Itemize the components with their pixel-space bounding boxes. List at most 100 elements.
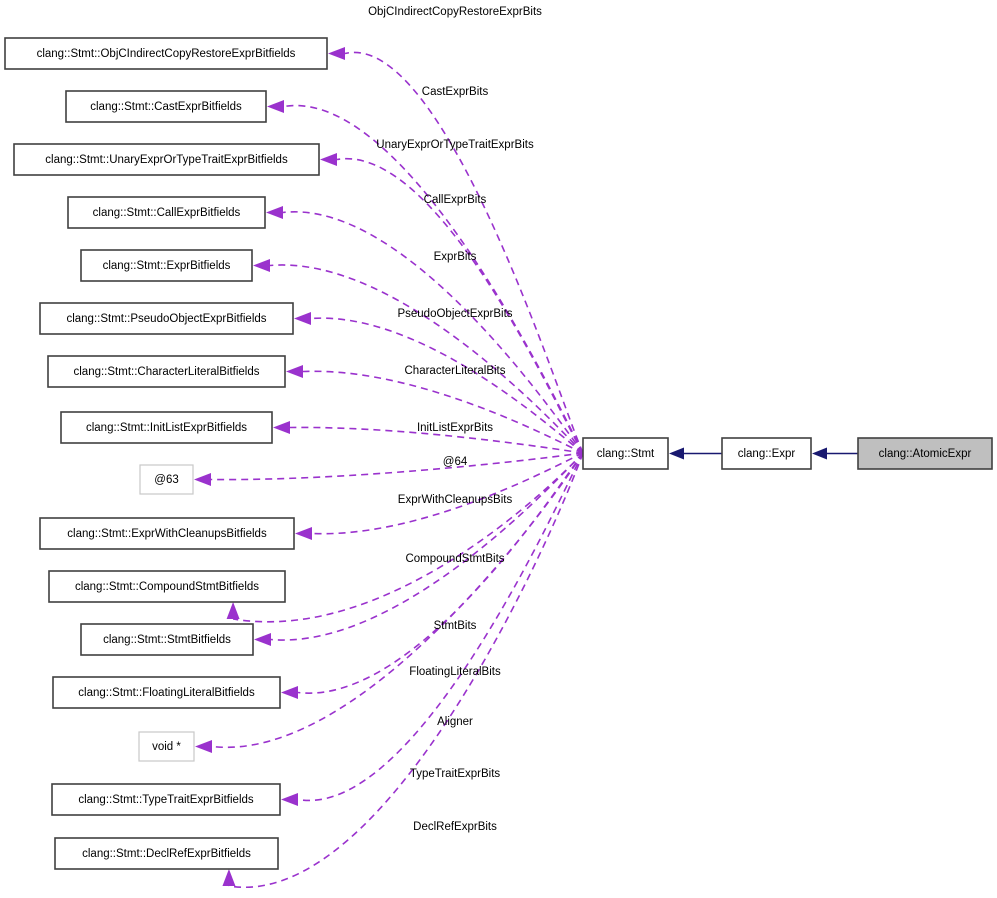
node-n10-box <box>48 570 286 603</box>
arrowhead-n7 <box>273 421 290 434</box>
node-n4-box <box>80 249 253 282</box>
node-n15[interactable]: clang::Stmt::DeclRefExprBitfields <box>54 837 279 870</box>
inheritance-arrowhead-expr <box>812 447 827 460</box>
node-expr-label: clang::Expr <box>738 448 796 460</box>
node-n1-box <box>65 90 267 123</box>
usage-edge-n13 <box>211 452 584 749</box>
node-n13-label: void * <box>152 741 181 753</box>
node-n14-box <box>51 783 281 816</box>
core-node-group: clang::Stmt clang::Expr clang::AtomicExpr <box>582 437 993 470</box>
edge-label-n15: DeclRefExprBits <box>413 821 497 833</box>
edge-label-n5: PseudoObjectExprBits <box>397 308 512 320</box>
edge-label-n7: InitListExprBits <box>417 422 493 434</box>
edge-label-n12: FloatingLiteralBits <box>409 666 501 678</box>
node-n2-box <box>13 143 320 176</box>
usage-edge-n3 <box>282 211 584 454</box>
node-n5[interactable]: clang::Stmt::PseudoObjectExprBitfields <box>39 302 294 335</box>
node-stmt[interactable]: clang::Stmt <box>582 437 669 470</box>
edge-label-n4: ExprBits <box>434 251 477 263</box>
node-n11-box <box>80 623 254 656</box>
arrowhead-n0 <box>328 47 345 60</box>
node-n12-label: clang::Stmt::FloatingLiteralBitfields <box>78 687 255 699</box>
node-n2[interactable]: clang::Stmt::UnaryExprOrTypeTraitExprBit… <box>13 143 320 176</box>
node-n12[interactable]: clang::Stmt::FloatingLiteralBitfields <box>52 676 281 709</box>
node-expr[interactable]: clang::Expr <box>721 437 812 470</box>
edge-label-n2: UnaryExprOrTypeTraitExprBits <box>376 139 534 151</box>
node-n1[interactable]: clang::Stmt::CastExprBitfields <box>65 90 267 123</box>
usage-edge-n11 <box>270 452 584 641</box>
arrowhead-n13 <box>195 740 212 753</box>
usage-edge-n12 <box>297 452 584 694</box>
node-atomicexpr-box <box>857 437 993 470</box>
node-n9[interactable]: clang::Stmt::ExprWithCleanupsBitfields <box>39 517 295 550</box>
usage-edge-group <box>194 47 584 889</box>
edge-label-n6: CharacterLiteralBits <box>405 365 506 377</box>
node-n14[interactable]: clang::Stmt::TypeTraitExprBitfields <box>51 783 281 816</box>
node-n1-label: clang::Stmt::CastExprBitfields <box>90 101 242 113</box>
node-n0-box <box>4 37 328 70</box>
node-n3-label: clang::Stmt::CallExprBitfields <box>93 207 241 219</box>
node-n10-label: clang::Stmt::CompoundStmtBitfields <box>75 581 259 593</box>
node-n11[interactable]: clang::Stmt::StmtBitfields <box>80 623 254 656</box>
node-n0[interactable]: clang::Stmt::ObjCIndirectCopyRestoreExpr… <box>4 37 328 70</box>
node-n13[interactable]: void * <box>138 731 195 762</box>
node-n7[interactable]: clang::Stmt::InitListExprBitfields <box>60 411 273 444</box>
edge-label-n11: StmtBits <box>434 620 477 632</box>
node-stmt-label: clang::Stmt <box>597 448 655 460</box>
node-atomicexpr[interactable]: clang::AtomicExpr <box>857 437 993 470</box>
node-n9-box <box>39 517 295 550</box>
arrowhead-n8 <box>194 473 211 486</box>
node-n2-label: clang::Stmt::UnaryExprOrTypeTraitExprBit… <box>45 154 288 166</box>
node-n14-label: clang::Stmt::TypeTraitExprBitfields <box>78 794 254 806</box>
node-n7-box <box>60 411 273 444</box>
usage-edge-n9 <box>311 452 584 535</box>
node-n5-box <box>39 302 294 335</box>
edge-label-n3: CallExprBits <box>424 194 487 206</box>
node-n6-box <box>47 355 286 388</box>
arrowhead-n11 <box>254 633 271 646</box>
usage-edge-n0 <box>344 51 584 454</box>
usage-edge-n4 <box>269 264 584 454</box>
arrowhead-n9 <box>295 527 312 540</box>
arrowhead-n12 <box>281 686 298 699</box>
edge-label-n13: Aligner <box>437 716 473 728</box>
node-n15-box <box>54 837 279 870</box>
arrowhead-n6 <box>286 365 303 378</box>
edge-label-n9: ExprWithCleanupsBits <box>398 494 513 506</box>
node-n6[interactable]: clang::Stmt::CharacterLiteralBitfields <box>47 355 286 388</box>
field-node-group: clang::Stmt::ObjCIndirectCopyRestoreExpr… <box>4 37 328 870</box>
arrowhead-n2 <box>320 153 337 166</box>
node-n12-box <box>52 676 281 709</box>
inheritance-edge-group <box>669 447 858 460</box>
arrowhead-n1 <box>267 100 284 113</box>
node-n8-label: @63 <box>154 474 178 486</box>
arrowhead-n15 <box>222 869 236 886</box>
node-n7-label: clang::Stmt::InitListExprBitfields <box>86 422 247 434</box>
edge-label-n0: ObjCIndirectCopyRestoreExprBits <box>368 6 542 18</box>
usage-edge-n8 <box>210 452 584 481</box>
arrowhead-n10 <box>226 602 240 619</box>
arrowhead-n14 <box>281 793 298 806</box>
node-n0-label: clang::Stmt::ObjCIndirectCopyRestoreExpr… <box>37 48 296 60</box>
node-n9-label: clang::Stmt::ExprWithCleanupsBitfields <box>67 528 267 540</box>
usage-edge-n2 <box>336 158 584 454</box>
node-n3[interactable]: clang::Stmt::CallExprBitfields <box>67 196 266 229</box>
usage-edge-n7 <box>289 426 584 454</box>
node-n8-box <box>139 464 194 495</box>
edge-label-n8: @64 <box>443 456 468 468</box>
arrowhead-n3 <box>266 206 283 219</box>
edge-label-group: ObjCIndirectCopyRestoreExprBitsCastExprB… <box>368 6 542 833</box>
node-expr-box <box>721 437 812 470</box>
node-n6-label: clang::Stmt::CharacterLiteralBitfields <box>74 366 260 378</box>
usage-edge-n6 <box>302 370 584 454</box>
node-stmt-box <box>582 437 669 470</box>
node-n15-label: clang::Stmt::DeclRefExprBitfields <box>82 848 251 860</box>
node-n8[interactable]: @63 <box>139 464 194 495</box>
inheritance-arrowhead-stmt <box>669 447 684 460</box>
node-atomicexpr-label: clang::AtomicExpr <box>879 448 972 460</box>
node-n10[interactable]: clang::Stmt::CompoundStmtBitfields <box>48 570 286 603</box>
node-n4[interactable]: clang::Stmt::ExprBitfields <box>80 249 253 282</box>
node-n5-label: clang::Stmt::PseudoObjectExprBitfields <box>66 313 266 325</box>
edge-label-n10: CompoundStmtBits <box>405 553 504 565</box>
